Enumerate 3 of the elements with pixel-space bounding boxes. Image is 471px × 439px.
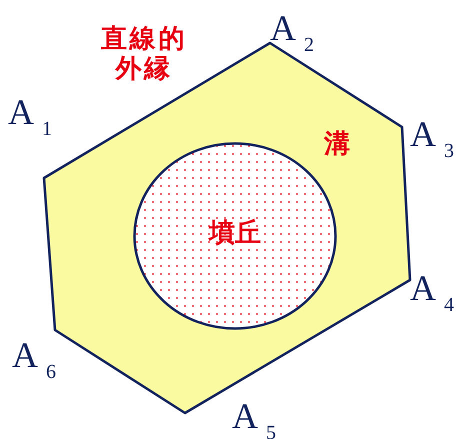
ditch-label: 溝 (324, 129, 350, 159)
outer-edge-label: 直線的外縁 (100, 24, 188, 84)
mound-label: 墳丘 (207, 218, 262, 248)
